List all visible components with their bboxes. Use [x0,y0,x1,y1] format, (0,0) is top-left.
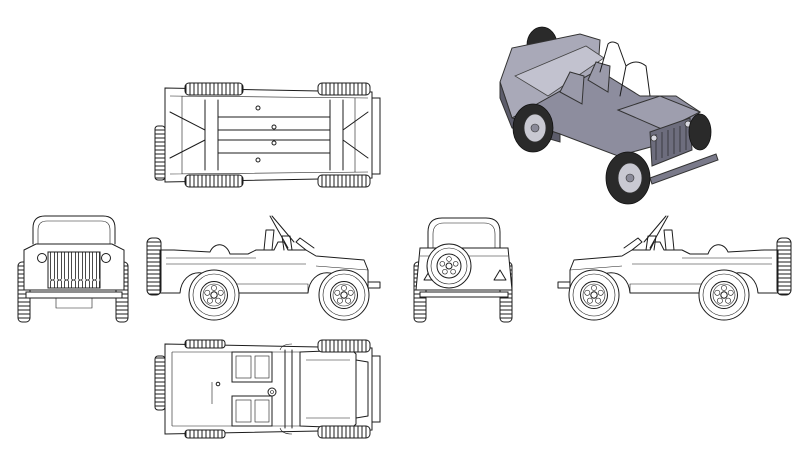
bottom-view [154,339,381,439]
front-view [17,215,129,323]
right-side-view [557,215,792,321]
top-view [154,82,381,188]
left-side-view [146,215,381,321]
rear-view [413,217,513,323]
isometric-view [499,26,719,205]
